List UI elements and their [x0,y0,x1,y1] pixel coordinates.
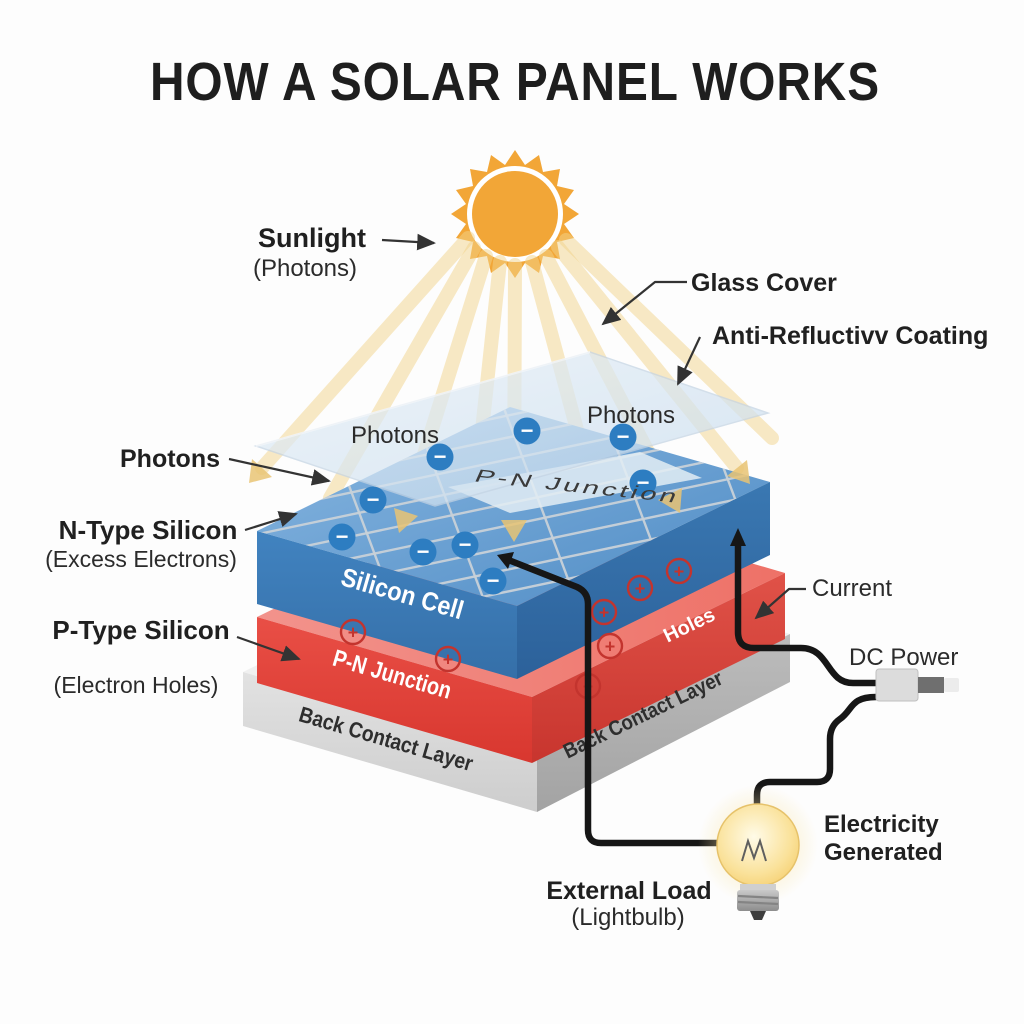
hole-dot: + [434,645,462,673]
electrons: − − − − − − − − − [328,417,657,595]
label-external-load-sub: (Lightbulb) [571,904,684,931]
hole-dot: + [665,557,693,585]
wire-current-up-to-connector [734,542,880,687]
arrow-sunlight [381,233,436,251]
hole-dot: + [339,618,367,646]
electron-symbol: − [617,424,630,449]
hole-symbol: + [443,650,454,670]
label-sunlight-sub: (Photons) [253,255,357,282]
hole-symbol: + [348,623,359,643]
electron-dot: − [328,523,356,551]
arrow-n-type [244,511,298,532]
electron-symbol: − [637,470,650,495]
current-up-arrowhead [730,528,746,546]
electron-dot: − [409,538,437,566]
hole-dot: + [626,574,654,602]
label-glass-cover: Glass Cover [691,269,837,297]
label-electricity-line2: Generated [824,839,943,866]
hole-symbol: + [605,637,616,657]
electron-symbol: − [417,539,430,564]
wire-cell-to-bulb [507,557,721,847]
bulb-collar [740,884,776,890]
electron-dot: − [609,423,637,451]
sun-icon [451,150,579,278]
wire-connector-to-bulb [753,693,880,811]
label-photons-right: Photons [587,402,675,429]
arrow-anti-reflective [677,336,701,386]
bulb-filament [741,837,767,862]
electron-symbol: − [336,524,349,549]
hole-dot: + [596,632,624,660]
arrow-photons-left [228,457,331,486]
electron-symbol: − [434,444,447,469]
label-photons-mid: Photons [351,422,439,449]
electron-dot: − [359,486,387,514]
label-n-type-sub: (Excess Electrons) [45,546,237,572]
hole-symbol: + [599,603,610,623]
bulb-contact-tip [750,911,766,920]
label-dc-power: DC Power [849,644,958,671]
hole-symbol: + [674,562,685,582]
bulb-screw-ridges [737,894,779,906]
hole-dot: + [590,598,618,626]
lightbulb-icon [698,785,818,920]
electron-symbol: − [521,418,534,443]
label-current: Current [812,575,892,602]
page-title: HOW A SOLAR PANEL WORKS [150,52,880,112]
label-sunlight: Sunlight [258,223,366,253]
silicon-cell-layer [257,407,770,679]
label-n-type: N-Type Silicon [59,515,238,545]
electron-symbol: − [487,568,500,593]
electron-symbol: − [367,487,380,512]
electron-symbol: − [459,532,472,557]
label-electricity-line1: Electricity [824,811,939,838]
arrow-current [754,587,806,620]
bulb-screw-base [737,890,779,911]
pn-junction-top-plate [448,452,702,513]
label-p-type: P-Type Silicon [52,615,229,645]
arrow-p-type [236,635,301,662]
electron-dot: − [629,469,657,497]
electron-dot: − [479,567,507,595]
arrow-glass-cover [601,280,687,326]
dc-connector-icon [875,668,959,702]
glass-cover [253,351,771,507]
electron-dot: − [426,443,454,471]
wire-arrowhead [497,552,514,569]
label-p-type-sub: (Electron Holes) [54,672,219,698]
electron-dot: − [513,417,541,445]
label-photons-left: Photons [120,445,220,473]
hole-symbol: + [635,579,646,599]
electron-dot: − [451,531,479,559]
label-external-load: External Load [546,877,711,905]
label-anti-reflective-coating: Anti-Refluctivv Coating [712,322,988,350]
circuit-wires [497,528,880,847]
annotation-arrows [228,233,806,662]
